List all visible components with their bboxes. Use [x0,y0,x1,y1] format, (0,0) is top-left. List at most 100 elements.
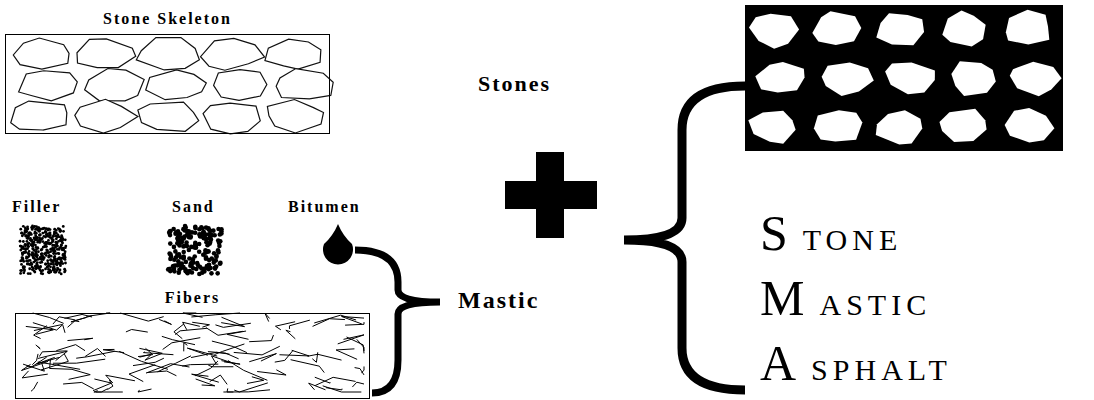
component-label: Sand [172,198,215,216]
stone [939,109,986,142]
filler-grain [42,246,45,249]
sand-grain [209,237,214,242]
sand-grain [200,226,205,231]
filler-grain [30,263,33,266]
filler-grain [62,257,65,260]
filler-grain [31,266,34,269]
fiber [67,338,92,340]
filler-grain [37,266,40,269]
sand-grain [175,241,180,246]
filler-grain [49,270,52,273]
sand-grain [181,250,186,255]
stone-outline [214,70,267,101]
sand-grain [209,271,214,276]
filler-grain [22,266,25,269]
stone [1006,10,1049,45]
filler-grain [21,247,24,250]
filler-grain [55,264,58,267]
filler-grain [36,247,39,250]
sand-grain [201,267,206,272]
component-label: Bitumen [288,198,361,216]
stone [755,62,804,92]
sand-grain [218,261,223,266]
sand-grain [189,245,194,250]
mastic-brace [355,250,440,393]
fiber [103,349,124,352]
sand-grain [176,270,181,275]
filler-grain [28,267,31,270]
filler-grain [24,243,27,246]
sand-grain [182,234,187,239]
stones-label: Stones [478,72,551,96]
fiber [184,343,188,352]
filler-grain [19,269,22,272]
fiber [187,348,217,356]
fiber [347,337,364,353]
box-outline [15,313,370,399]
sand-grain [197,249,202,254]
filler-grain [49,242,52,245]
filler-grain [49,248,52,251]
component-label: Filler [12,198,61,216]
filler-grain [41,232,44,235]
fiber [31,382,38,391]
filler-grain [52,261,55,264]
filler-grain [39,269,42,272]
sand-grain [216,227,221,232]
sand-grain [214,255,219,260]
stone-outline [75,99,138,133]
fiber [147,371,177,376]
filler-grain [20,269,23,272]
fiber [275,322,295,330]
stone [876,13,924,45]
sand-grain [190,230,195,235]
box-heading: Stone Skeleton [5,8,330,34]
mastic-fill [745,5,1063,151]
fiber [120,313,163,321]
result-brace [624,86,745,390]
fiber [191,352,230,357]
stone-outline [136,38,199,70]
acronym-word: MASTIC [760,273,931,323]
acronym-word: STONE [760,208,902,258]
fiber [182,364,218,366]
filler-grain [27,262,30,265]
acronym-word: ASPHALT [760,338,952,388]
fiber [68,321,80,327]
filler-grain [34,254,37,257]
filler-grain [26,244,29,247]
fiber [342,316,364,324]
stone-outline [85,69,145,101]
fiber [221,317,244,326]
filler-grain [54,252,57,255]
filler-grain [34,228,37,231]
filler-grain [34,259,37,262]
sand-grain [175,263,180,268]
fibers-box: Fibers [15,287,370,399]
fiber [355,368,364,375]
fiber [314,315,356,323]
fiber [221,361,240,365]
filler-grain [25,235,28,238]
fiber [126,329,148,332]
filler-grain [50,255,53,258]
sand-grain [184,260,189,265]
sand-grain [206,263,211,268]
filler-grain [19,240,22,243]
fiber [247,377,264,384]
filler-grain [53,248,56,251]
fiber [227,388,233,392]
sand-grain [185,270,190,275]
fiber [138,389,152,392]
fiber-tangle [21,313,364,392]
sand-grain [168,233,173,238]
filler-grain [29,239,32,242]
fiber [63,382,94,389]
fiber [234,346,280,355]
filler-grain [50,242,53,245]
stone-outline [19,71,78,101]
filler-grain [59,229,62,232]
sand-grain [166,267,171,272]
sand-grain [205,243,210,248]
fiber [286,330,295,339]
